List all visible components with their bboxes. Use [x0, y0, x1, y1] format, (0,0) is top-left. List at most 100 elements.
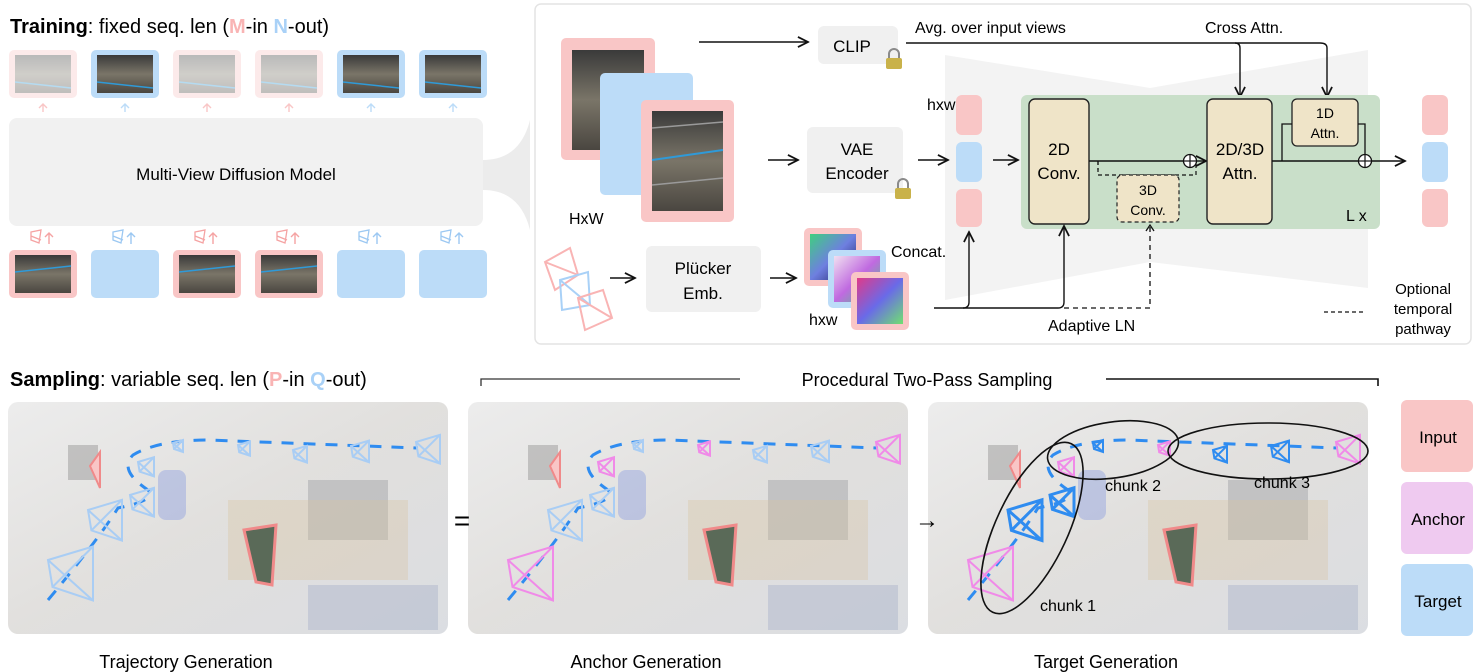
up-arrow-icon	[449, 104, 457, 112]
panel-caption: Trajectory Generation	[99, 652, 272, 672]
training-title-bold: Training	[10, 16, 88, 38]
input-views-row	[9, 230, 487, 298]
chunk-1-label: chunk 1	[1040, 598, 1096, 615]
camera-icon	[359, 230, 369, 243]
conv2d-label-2: Conv.	[1037, 164, 1080, 183]
vae-encoder-box	[807, 127, 903, 193]
sampling-q-symbol: Q	[310, 369, 326, 391]
output-view-input	[9, 50, 77, 98]
legend-temporal-label: temporal	[1394, 301, 1452, 318]
up-arrow-icon	[127, 233, 135, 244]
attn-2d3d-label-2: Attn.	[1223, 164, 1258, 183]
conv3d-label-1: 3D	[1139, 182, 1157, 198]
procedure-label: Procedural Two-Pass Sampling	[802, 370, 1053, 390]
sampling-title-bold: Sampling	[10, 369, 100, 391]
sampling-title: Sampling: variable seq. len (P-in Q-out)	[10, 369, 367, 391]
conv3d-label-2: Conv.	[1130, 202, 1166, 218]
input-view-target	[337, 250, 405, 298]
latent-size-label: hxw	[927, 97, 956, 114]
plucker-label-2: Emb.	[683, 284, 723, 303]
attn-1d-label-2: Attn.	[1311, 125, 1340, 141]
input-view-input	[255, 250, 323, 298]
output-input-token	[1422, 189, 1448, 227]
attn-2d3d-label-1: 2D/3D	[1216, 140, 1264, 159]
up-arrow-icon	[45, 233, 53, 244]
sampling-panel-2: Anchor Generation	[468, 402, 908, 672]
training-title-text-3: -out)	[288, 16, 329, 38]
conv2d-label-1: 2D	[1048, 140, 1070, 159]
chunk-3-label: chunk 3	[1254, 475, 1310, 492]
input-view-target	[91, 250, 159, 298]
latent-input-token	[956, 189, 982, 227]
training-n-symbol: N	[273, 16, 287, 38]
legend-item-input: Input	[1401, 400, 1473, 472]
up-arrow-icon	[367, 104, 375, 112]
model-label: Multi-View Diffusion Model	[136, 165, 336, 184]
latent-input-token	[956, 95, 982, 135]
attn-2d3d-module	[1207, 99, 1272, 224]
arrow-symbol: →	[915, 507, 939, 534]
plucker-label-1: Plücker	[675, 259, 732, 278]
sampling-panels: Trajectory Generation Anchor Generation Ta…	[8, 402, 1368, 672]
add-operator-icon	[1359, 155, 1372, 168]
repeat-label: L x	[1346, 208, 1367, 225]
output-view-target	[419, 50, 487, 98]
legend-item-anchor: Anchor	[1401, 482, 1473, 554]
training-title-text-2: -in	[246, 16, 274, 38]
vae-label-2: Encoder	[825, 164, 889, 183]
camera-icon	[277, 230, 287, 243]
latent-target-token	[956, 142, 982, 182]
input-view-input	[9, 250, 77, 298]
conv2d-module	[1029, 99, 1089, 224]
input-view-input	[173, 250, 241, 298]
legend-label: Anchor	[1411, 510, 1465, 529]
add-operator-icon	[1184, 155, 1197, 168]
camera-icon	[195, 230, 205, 243]
output-views-row	[9, 50, 487, 112]
up-arrow-icon	[373, 233, 381, 244]
concat-label: Concat.	[891, 244, 946, 261]
avg-over-input-views-label: Avg. over input views	[915, 20, 1066, 37]
output-view-input	[255, 50, 323, 98]
sampling-panel-1: Trajectory Generation	[8, 402, 448, 672]
sampling-title-text-3: -out)	[326, 369, 367, 391]
panel-caption: Anchor Generation	[570, 652, 721, 672]
camera-icon	[441, 230, 451, 243]
sampling-title-text-2: -in	[282, 369, 310, 391]
panel-caption: Target Generation	[1034, 652, 1178, 672]
output-target-token	[1422, 142, 1448, 182]
up-arrow-icon	[285, 104, 293, 112]
legend-optional-label: Optional	[1395, 281, 1451, 298]
up-arrow-icon	[121, 104, 129, 112]
procedure-bracket-left	[481, 379, 740, 386]
zoom-connector	[483, 120, 530, 230]
up-arrow-icon	[455, 233, 463, 244]
training-m-symbol: M	[229, 16, 246, 38]
image-size-label: HxW	[569, 211, 605, 228]
output-view-input	[173, 50, 241, 98]
vae-label-1: VAE	[841, 140, 874, 159]
attn-1d-label-1: 1D	[1316, 105, 1334, 121]
output-view-target	[91, 50, 159, 98]
chunk-2-label: chunk 2	[1105, 478, 1161, 495]
up-arrow-icon	[39, 104, 47, 112]
input-view-target	[419, 250, 487, 298]
up-arrow-icon	[209, 233, 217, 244]
procedure-bracket-right	[1106, 379, 1378, 386]
output-view-target	[337, 50, 405, 98]
equals-symbol: =	[454, 505, 470, 536]
sampling-panel-3: Target Generation	[928, 402, 1368, 672]
training-title: Training: fixed seq. len (M-in N-out)	[10, 16, 329, 38]
up-arrow-icon	[203, 104, 211, 112]
clip-label: CLIP	[833, 37, 871, 56]
training-title-text: : fixed seq. len (	[88, 16, 230, 38]
cross-attn-label: Cross Attn.	[1205, 20, 1283, 37]
sampling-title-text: : variable seq. len (	[100, 369, 269, 391]
up-arrow-icon	[291, 233, 299, 244]
camera-icon	[31, 230, 41, 243]
plucker-size-label: hxw	[809, 312, 838, 329]
sampling-p-symbol: P	[269, 369, 282, 391]
legend-label: Input	[1419, 428, 1457, 447]
camera-icon	[113, 230, 123, 243]
